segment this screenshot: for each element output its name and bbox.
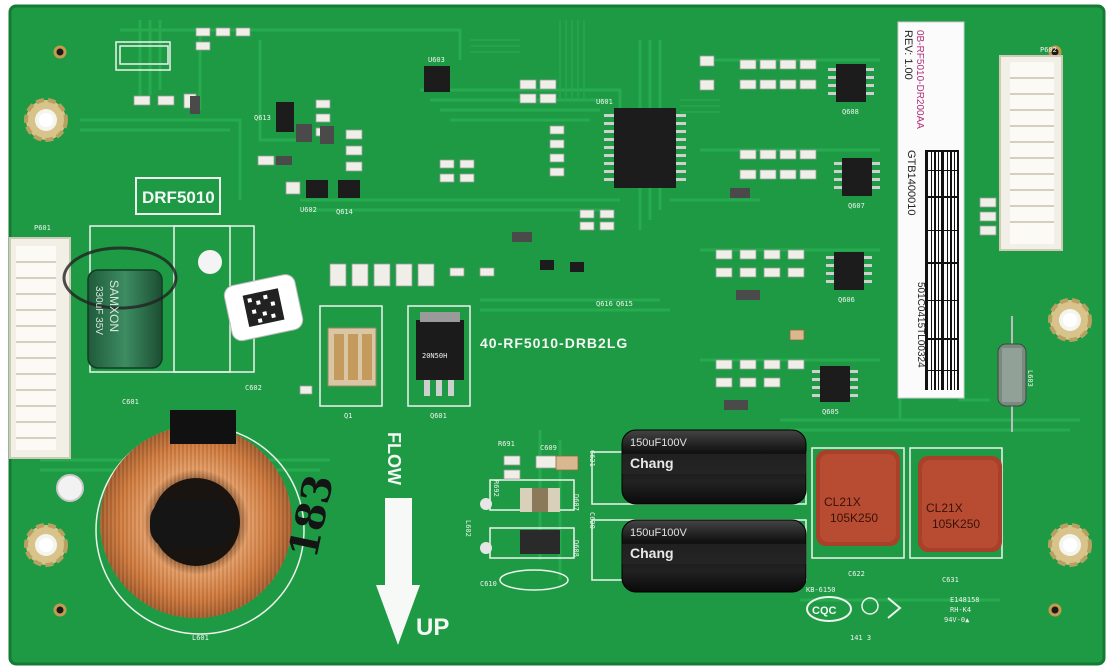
kb-label: KB-6150 bbox=[806, 586, 836, 594]
ic-u601 bbox=[604, 108, 686, 188]
label-q1: Q1 bbox=[344, 412, 352, 420]
label-u603: U603 bbox=[428, 56, 445, 64]
rh-label: RH-K4 bbox=[950, 606, 971, 614]
up-label: UP bbox=[416, 614, 449, 641]
cqc-logo bbox=[806, 596, 852, 622]
qr-sticker bbox=[223, 274, 304, 342]
label-l601: L601 bbox=[192, 634, 209, 642]
toroid-inductor bbox=[95, 410, 305, 635]
label-c620: C620 bbox=[588, 512, 596, 529]
label-q616: Q616 bbox=[596, 300, 613, 308]
inductor-l603 bbox=[997, 316, 1027, 432]
label-c631: C631 bbox=[942, 576, 959, 584]
sticker-serial: 501C0415TL00324 bbox=[915, 282, 926, 368]
label-c610: C610 bbox=[480, 580, 497, 588]
label-d607: D607 bbox=[572, 494, 580, 511]
ic-u602 bbox=[306, 180, 360, 198]
green-cap-brand: SAMXON bbox=[107, 280, 121, 332]
date-code: 141 3 bbox=[850, 634, 871, 642]
label-q601: Q601 bbox=[430, 412, 447, 420]
label-q614: Q614 bbox=[336, 208, 353, 216]
label-l603: L603 bbox=[1026, 370, 1034, 387]
ul-number: E148158 bbox=[950, 596, 980, 604]
sticker-gtb: GTB1400010 bbox=[905, 150, 917, 215]
label-p602: P602 bbox=[1040, 46, 1057, 54]
film-cap-1-mark: CL21X bbox=[824, 495, 861, 509]
cap-bottom-rating: 150uF100V bbox=[630, 527, 688, 539]
electrolytic-cap-top bbox=[621, 429, 807, 505]
smd-resistors bbox=[133, 27, 997, 480]
ul-mark bbox=[861, 597, 902, 619]
label-q608: Q608 bbox=[842, 108, 859, 116]
flammability-label: 94V-0▲ bbox=[944, 616, 970, 624]
mounting-holes bbox=[24, 45, 1092, 617]
connector-p602 bbox=[999, 55, 1063, 251]
label-u601: U601 bbox=[596, 98, 613, 106]
flow-label: FLOW bbox=[384, 432, 404, 485]
film-cap-2-value: 105K250 bbox=[932, 517, 980, 531]
label-r691: R691 bbox=[498, 440, 515, 448]
label-q606: Q606 bbox=[838, 296, 855, 304]
header-p600 bbox=[119, 45, 169, 65]
film-cap-2-mark: CL21X bbox=[926, 501, 963, 515]
green-cap-value: 330uF 35V bbox=[93, 286, 104, 335]
label-l602: L602 bbox=[464, 520, 472, 537]
pcb-part-number: 40-RF5010-DRB2LG bbox=[480, 335, 628, 351]
silk-labels: R691 C609 R692 D607 D608 L602 C610 C621 … bbox=[464, 370, 1034, 588]
board-model-label: DRF5010 bbox=[142, 188, 215, 207]
electrolytic-cap-bottom bbox=[621, 519, 807, 593]
ic-q606 bbox=[826, 252, 872, 290]
connector-p601 bbox=[9, 237, 71, 459]
sticker-rev: REV: 1.00 bbox=[902, 30, 914, 80]
green-capacitor bbox=[62, 246, 178, 369]
drf-label-box bbox=[135, 177, 221, 215]
label-p601: P601 bbox=[34, 224, 51, 232]
cap-top-brand: Chang bbox=[630, 455, 674, 471]
label-c609: C609 bbox=[540, 444, 557, 452]
ic-q605 bbox=[812, 366, 858, 402]
diodes bbox=[480, 488, 560, 554]
mosfet-q601 bbox=[416, 312, 464, 396]
label-c601: C601 bbox=[122, 398, 139, 406]
label-q615: Q615 bbox=[616, 300, 633, 308]
label-q605: Q605 bbox=[822, 408, 839, 416]
barcode-sticker bbox=[897, 21, 965, 399]
mosfet-marking: 20N50H bbox=[422, 352, 447, 360]
label-c602: C602 bbox=[245, 384, 262, 392]
ic-q607 bbox=[834, 158, 880, 196]
label-u602: U602 bbox=[300, 206, 317, 214]
cqc-mark: CQC bbox=[812, 605, 837, 617]
flow-arrow bbox=[376, 498, 420, 645]
label-c621: C621 bbox=[588, 450, 596, 467]
cap-top-rating: 150uF100V bbox=[630, 437, 688, 449]
film-cap-c631 bbox=[918, 456, 1002, 552]
label-q613: Q613 bbox=[254, 114, 271, 122]
film-cap-1-value: 105K250 bbox=[830, 511, 878, 525]
sticker-model: 0B-RF5010-DR200AA bbox=[914, 30, 925, 129]
label-q607: Q607 bbox=[848, 202, 865, 210]
label-r692: R692 bbox=[492, 480, 500, 497]
ic-q608 bbox=[828, 64, 874, 102]
ic-u603 bbox=[424, 66, 450, 92]
trace-bundle bbox=[470, 20, 720, 113]
transistors-q615-q616 bbox=[540, 260, 584, 272]
label-d608: D608 bbox=[572, 540, 580, 557]
transistor-q613 bbox=[276, 102, 294, 132]
film-cap-c622 bbox=[816, 450, 900, 546]
cap-bottom-brand: Chang bbox=[630, 545, 674, 561]
transistor-q1 bbox=[327, 327, 377, 387]
label-c622: C622 bbox=[848, 570, 865, 578]
